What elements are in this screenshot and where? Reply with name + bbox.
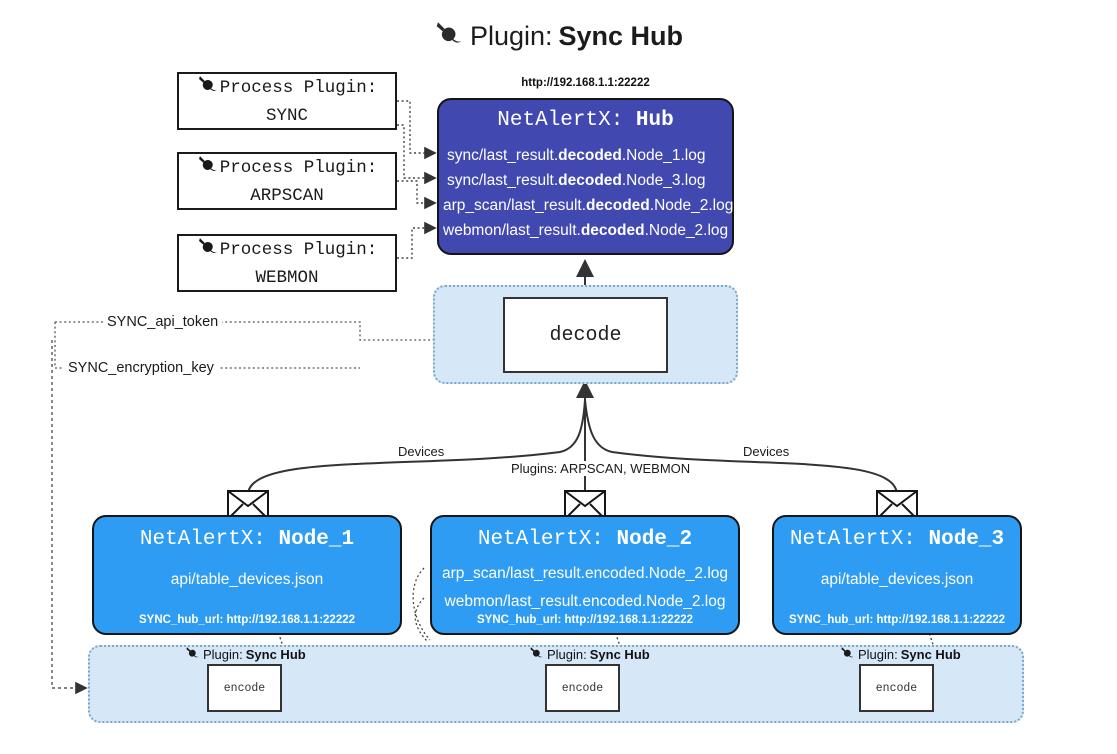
encode-box-2[interactable]: encode: [545, 664, 620, 712]
plug-icon: [529, 645, 544, 663]
process-plugin-webmon[interactable]: Process Plugin: WEBMON: [177, 234, 397, 292]
edge-label-devices-left: Devices: [395, 444, 448, 459]
process-plugin-arpscan[interactable]: Process Plugin: ARPSCAN: [177, 152, 397, 210]
edge-label-plugins-center: Plugins: ARPSCAN, WEBMON: [508, 461, 694, 476]
hub-log-line: sync/last_result.decoded.Node_3.log: [447, 172, 706, 189]
encode-plugin-label-1: Plugin: Sync Hub: [185, 645, 306, 663]
page-title-prefix: Plugin:: [469, 21, 553, 51]
node-2[interactable]: NetAlertX: Node_2 arp_scan/last_result.e…: [430, 515, 740, 635]
node-title: NetAlertX: Node_2: [477, 528, 693, 551]
process-plugin-name: WEBMON: [255, 268, 319, 288]
plug-icon: [197, 153, 219, 184]
node-hub-url: SYNC_hub_url: http://192.168.1.1:22222: [788, 614, 1006, 626]
process-plugin-label: Process Plugin:: [219, 239, 378, 260]
encode-box-3[interactable]: encode: [859, 664, 934, 712]
process-plugin-label: Process Plugin:: [219, 157, 378, 178]
hub-title: NetAlertX: Hub: [497, 109, 674, 132]
plug-icon: [434, 18, 464, 55]
process-plugin-name: SYNC: [265, 106, 308, 126]
page-title: Plugin: Sync Hub: [0, 18, 1117, 55]
plug-icon: [840, 645, 855, 663]
plug-icon: [197, 73, 219, 104]
decode-box[interactable]: decode: [503, 297, 668, 373]
node-hub-url: SYNC_hub_url: http://192.168.1.1:22222: [138, 614, 356, 626]
process-plugin-name: ARPSCAN: [250, 186, 324, 206]
hub-log-line: sync/last_result.decoded.Node_1.log: [447, 147, 706, 164]
hub-log-line: arp_scan/last_result.decoded.Node_2.log: [443, 197, 734, 214]
node-title: NetAlertX: Node_1: [139, 528, 355, 551]
edge-label-devices-right: Devices: [740, 444, 793, 459]
process-plugin-sync[interactable]: Process Plugin: SYNC: [177, 72, 397, 130]
encode-plugin-label-3: Plugin: Sync Hub: [840, 645, 961, 663]
hub-log-line: webmon/last_result.decoded.Node_2.log: [443, 222, 729, 239]
encode-box-1[interactable]: encode: [207, 664, 282, 712]
node-log-line: webmon/last_result.encoded.Node_2.log: [444, 593, 726, 610]
node-log-line: arp_scan/last_result.encoded.Node_2.log: [441, 565, 729, 582]
node-1[interactable]: NetAlertX: Node_1 api/table_devices.json…: [92, 515, 402, 635]
hub-node[interactable]: NetAlertX: Hub sync/last_result.decoded.…: [437, 98, 734, 255]
node-log-line: api/table_devices.json: [170, 571, 324, 588]
node-log-line: api/table_devices.json: [820, 571, 974, 588]
plug-icon: [185, 645, 200, 663]
page-title-name: Sync Hub: [558, 21, 684, 51]
hub-url-label: http://192.168.1.1:22222: [521, 77, 650, 89]
sync-api-token-label: SYNC_api_token: [103, 314, 223, 330]
plug-icon: [197, 235, 219, 266]
node-3[interactable]: NetAlertX: Node_3 api/table_devices.json…: [772, 515, 1022, 635]
node-hub-url: SYNC_hub_url: http://192.168.1.1:22222: [476, 614, 694, 626]
process-plugin-label: Process Plugin:: [219, 77, 378, 98]
sync-encryption-key-label: SYNC_encryption_key: [64, 360, 218, 376]
node-title: NetAlertX: Node_3: [789, 528, 1005, 551]
encode-plugin-label-2: Plugin: Sync Hub: [529, 645, 650, 663]
